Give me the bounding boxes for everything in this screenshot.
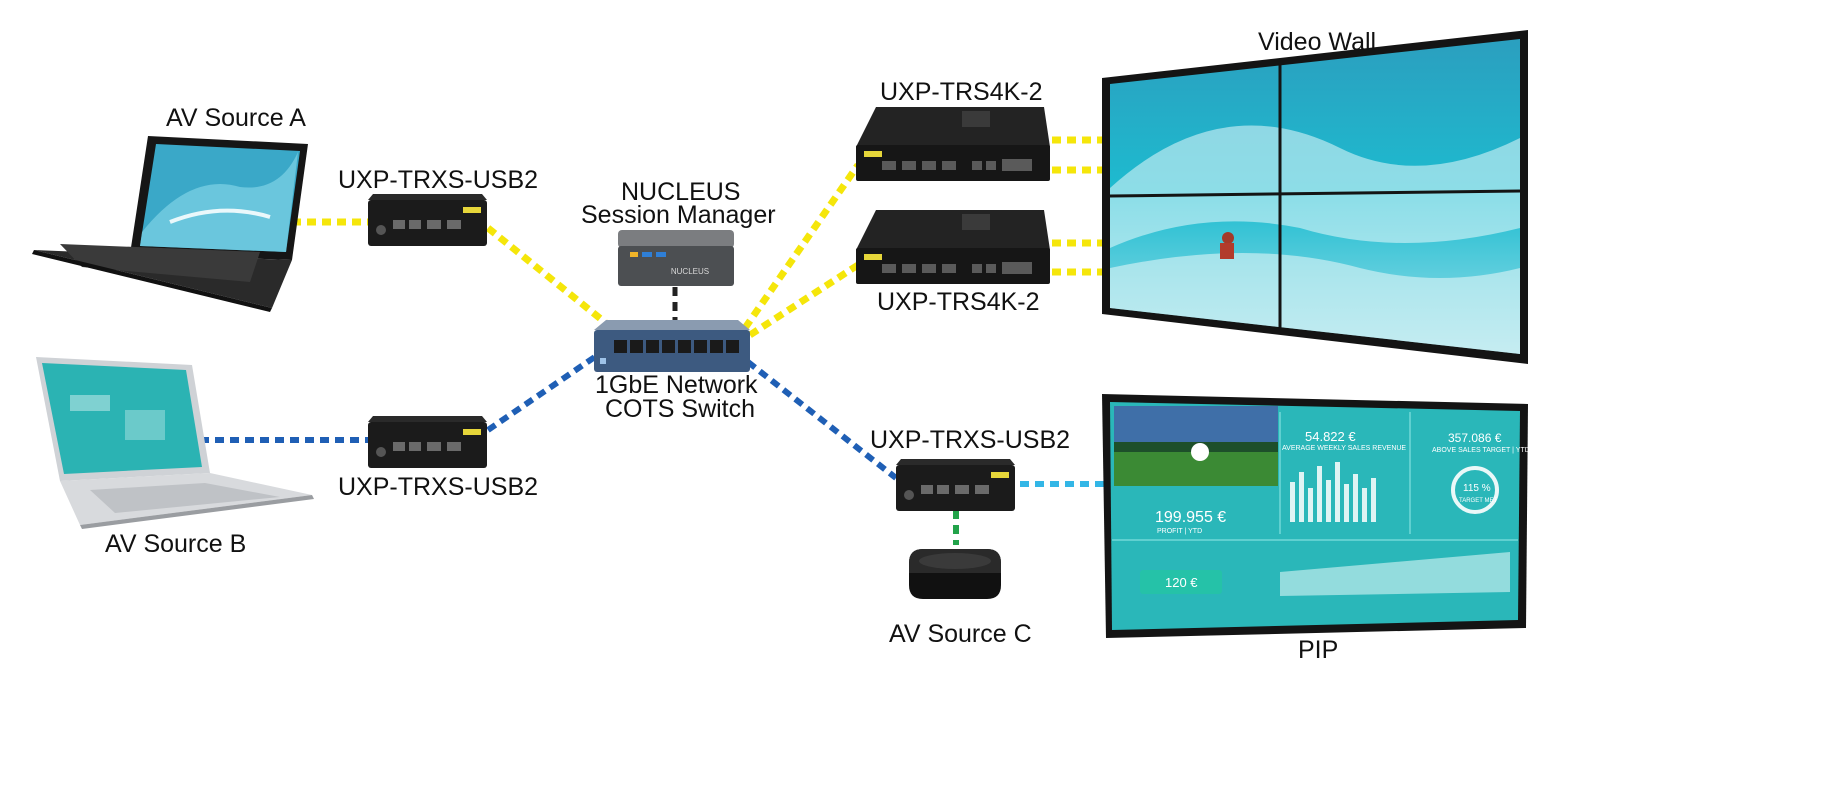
laptop-icon — [32, 136, 308, 312]
pip-screen-icon — [1102, 394, 1528, 638]
av-source-a-label: AV Source A — [166, 104, 306, 132]
laptop-icon — [36, 357, 314, 529]
svg-text:NUCLEUS: NUCLEUS — [671, 267, 709, 276]
pip-price-value: 120 € — [1165, 575, 1198, 590]
av-source-c-label: AV Source C — [889, 620, 1032, 648]
trxs-device-icon — [368, 194, 487, 246]
video-wall-icon — [1102, 30, 1528, 364]
media-player-icon — [909, 549, 1001, 599]
pip-above-caption: ABOVE SALES TARGET | YTD — [1432, 447, 1530, 454]
link-switch-to-trs4k-bottom — [748, 262, 860, 338]
link-switch-to-trxs-right — [746, 359, 898, 481]
link-trxs-b-to-switch — [486, 347, 607, 433]
trxs-bottom-left-label: UXP-TRXS-USB2 — [338, 473, 539, 501]
trs4k-device-icon — [856, 210, 1050, 284]
pip-ring-caption: TARGET MET — [1459, 498, 1498, 504]
pip-ring-value: 115 % — [1463, 483, 1491, 494]
trs4k-top-label: UXP-TRS4K-2 — [880, 78, 1043, 106]
trxs-device-icon — [896, 459, 1015, 511]
pip-above-value: 357.086 € — [1448, 431, 1502, 445]
pip-profit-caption: PROFIT | YTD — [1157, 528, 1203, 535]
trs4k-bottom-label: UXP-TRS4K-2 — [877, 288, 1040, 316]
av-source-b-label: AV Source B — [105, 530, 247, 558]
trxs-top-label: UXP-TRXS-USB2 — [338, 166, 539, 194]
trs4k-device-icon — [856, 107, 1050, 181]
network-switch-icon — [594, 320, 750, 372]
yellow-links — [292, 136, 1108, 338]
pip-profit-value: 199.955 € — [1155, 509, 1227, 526]
link-switch-to-trs4k-top — [742, 163, 861, 330]
pip-label: PIP — [1298, 636, 1339, 664]
nucleus-label-line1: NUCLEUS — [621, 178, 741, 206]
blue-links — [200, 347, 898, 481]
pip-avg-value: 54.822 € — [1305, 429, 1356, 444]
pip-avg-caption: AVERAGE WEEKLY SALES REVENUE — [1282, 445, 1407, 452]
nucleus-label-line2: Session Manager — [581, 201, 776, 229]
switch-label-line2: COTS Switch — [605, 395, 756, 423]
trxs-device-icon — [368, 416, 487, 468]
link-trxs-to-switch — [485, 225, 615, 331]
trxs-right-label: UXP-TRXS-USB2 — [870, 426, 1071, 454]
video-wall-label: Video Wall — [1258, 28, 1377, 56]
switch-label-line1: 1GbE Network — [595, 371, 758, 399]
mini-pc-icon: NUCLEUS — [618, 230, 734, 286]
